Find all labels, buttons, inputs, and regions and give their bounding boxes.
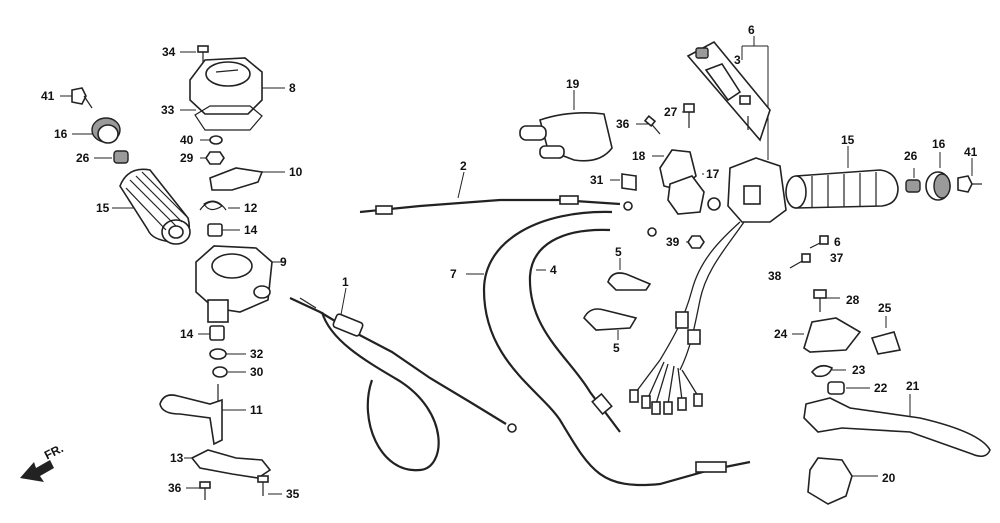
label-2: 2	[460, 159, 467, 173]
throttle-housing-9	[195, 245, 285, 323]
label-20: 20	[882, 471, 896, 485]
spring-23	[810, 364, 846, 378]
label-12: 12	[244, 201, 258, 215]
screw-6-37	[809, 235, 829, 249]
collar-26-left	[94, 150, 129, 164]
switch-plate-3	[686, 36, 771, 160]
label-7: 7	[450, 267, 457, 281]
screw-35	[257, 475, 282, 496]
switch-wiring-harness	[629, 221, 745, 415]
label-1: 1	[342, 275, 349, 289]
label-10: 10	[289, 165, 303, 179]
screw-36-upper	[636, 115, 661, 135]
label-36-lower: 36	[168, 481, 182, 495]
label-24: 24	[774, 327, 788, 341]
collar-26-right	[905, 168, 921, 193]
label-15-left: 15	[96, 201, 110, 215]
grip-15-right	[785, 146, 899, 209]
bar-end-16-right	[925, 152, 951, 201]
switch-block-25	[870, 316, 902, 355]
lever-holder-24	[792, 317, 862, 353]
label-28: 28	[846, 293, 860, 307]
screw-34	[180, 45, 209, 62]
switch-housing-6	[707, 157, 787, 223]
label-4: 4	[550, 263, 557, 277]
label-27: 27	[664, 105, 678, 119]
label-15-right: 15	[841, 133, 855, 147]
label-40: 40	[180, 133, 194, 147]
label-32: 32	[250, 347, 264, 361]
screw-38	[789, 253, 811, 269]
label-5-lower: 5	[613, 341, 620, 355]
washer-32	[209, 348, 246, 360]
bar-end-16-left	[72, 117, 121, 144]
cable-4	[528, 227, 657, 433]
bolt-27	[682, 103, 695, 128]
label-9: 9	[280, 255, 287, 269]
cable-2	[359, 171, 633, 215]
gasket-33	[180, 105, 263, 131]
throttle-cover-8	[189, 57, 285, 115]
label-14-lower: 14	[180, 327, 194, 341]
label-5-upper: 5	[615, 245, 622, 259]
label-29: 29	[180, 151, 194, 165]
lever-holder-17	[667, 173, 705, 215]
switch-cover-19	[519, 90, 613, 162]
label-22: 22	[874, 381, 888, 395]
nut-29	[200, 151, 225, 165]
label-41-left: 41	[41, 89, 55, 103]
clamp-13	[184, 449, 272, 479]
label-36-upper: 36	[616, 117, 630, 131]
spring-12	[199, 200, 240, 211]
label-13: 13	[170, 451, 184, 465]
label-31: 31	[590, 173, 604, 187]
label-17: 17	[706, 167, 720, 181]
label-16-left: 16	[54, 127, 68, 141]
label-14-upper: 14	[244, 223, 258, 237]
throttle-lever-11	[159, 384, 246, 446]
grip-15-left	[112, 168, 191, 245]
label-19: 19	[566, 77, 580, 91]
label-30: 30	[250, 365, 264, 379]
label-18: 18	[632, 149, 646, 163]
seal-30	[212, 366, 246, 378]
clutch-cable-7	[466, 210, 751, 487]
bushing-14-upper	[207, 223, 240, 237]
label-38: 38	[768, 269, 782, 283]
label-25: 25	[878, 301, 892, 315]
pin-22	[827, 381, 870, 395]
throttle-cable-1	[289, 287, 517, 472]
bushing-14-lower	[198, 325, 225, 341]
label-41-right: 41	[964, 145, 978, 159]
label-34: 34	[162, 45, 176, 59]
label-39: 39	[666, 235, 680, 249]
cable-clamp-5-lower	[583, 308, 638, 340]
label-35: 35	[286, 487, 300, 501]
bracket-10	[209, 167, 285, 191]
label-23: 23	[852, 363, 866, 377]
label-6-top: 6	[748, 23, 755, 37]
nut-39	[686, 235, 705, 249]
label-11: 11	[250, 403, 263, 417]
screw-36-lower	[186, 481, 211, 500]
label-16-right: 16	[932, 137, 946, 151]
lever-clamp-20	[807, 457, 878, 505]
cable-clamp-5-upper	[607, 258, 652, 291]
label-3: 3	[734, 53, 741, 67]
label-26-right: 26	[904, 149, 918, 163]
washer-40	[200, 135, 223, 145]
label-8: 8	[289, 81, 296, 95]
label-37: 37	[830, 251, 844, 265]
label-33: 33	[161, 103, 175, 117]
label-6-right: 6	[834, 235, 841, 249]
bolt-41-left	[60, 87, 93, 109]
clip-31	[610, 173, 637, 191]
bolt-41-right	[957, 158, 982, 193]
bolt-28	[813, 289, 840, 312]
front-arrow-icon	[20, 460, 54, 482]
label-26-left: 26	[76, 151, 90, 165]
brake-lever-21	[803, 394, 991, 458]
label-21: 21	[906, 379, 920, 393]
